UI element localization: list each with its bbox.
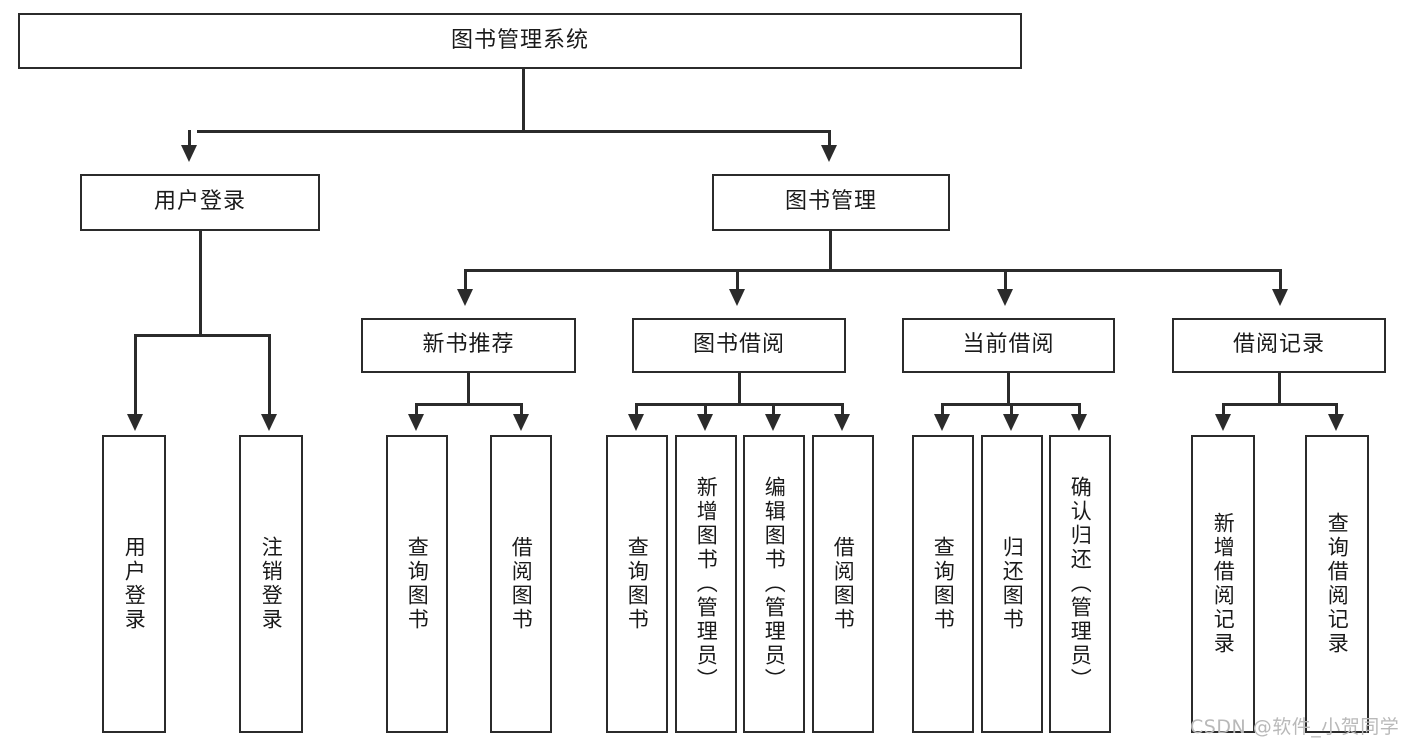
arrow-borrow-record-to-leaf-0 [1215,414,1231,431]
edge-root-bus [197,130,831,133]
node-new-book-recommend-label: 新书推荐 [422,332,515,358]
leaf-borrow-record-query[interactable]: 查询借阅记录 [1305,435,1369,733]
leaf-borrow-record-add[interactable]: 新增借阅记录 [1191,435,1255,733]
edge-current-borrow-to-leaf-1 [1010,403,1013,417]
arrow-new-book-to-leaf-1 [513,414,529,431]
edge-root-to-book-manage [828,130,831,148]
node-book-management-label: 图书管理 [784,189,877,215]
node-user-login-label: 用户登录 [153,189,246,215]
edge-user-login-to-leaf-0 [134,334,137,417]
edge-book-borrow-stem [738,373,741,405]
node-borrow-record[interactable]: 借阅记录 [1172,318,1386,373]
arrow-root-to-user-login [181,145,197,162]
arrow-bm-to-new-book [457,289,473,306]
arrow-bm-to-borrow-record [1272,289,1288,306]
leaf-user-login-signin[interactable]: 用户登录 [102,435,166,733]
edge-borrow-record-to-leaf-0 [1222,403,1225,417]
leaf-label: 用户登录 [122,536,147,632]
csdn-watermark: CSDN @软件_小贺同学 [1190,716,1400,738]
leaf-label: 新增图书（管理员） [694,476,719,692]
edge-current-borrow-to-leaf-0 [941,403,944,417]
edge-user-login-bus [134,334,271,337]
leaf-book-borrow-edit-admin[interactable]: 编辑图书（管理员） [743,435,805,733]
leaf-label: 查询图书 [405,536,430,632]
node-book-management[interactable]: 图书管理 [712,174,950,231]
node-book-borrow[interactable]: 图书借阅 [632,318,846,373]
edge-bm-to-current-borrow [1004,269,1007,291]
edge-book-management-bus [464,269,1282,272]
leaf-label: 注销登录 [259,536,284,632]
leaf-label: 编辑图书（管理员） [762,476,787,692]
edge-book-borrow-to-leaf-1 [704,403,707,417]
arrow-book-borrow-to-leaf-1 [697,414,713,431]
edge-borrow-record-stem [1278,373,1281,405]
node-root-library-system[interactable]: 图书管理系统 [18,13,1022,69]
edge-new-book-bus [415,403,523,406]
leaf-label: 归还图书 [1000,536,1025,632]
arrow-bm-to-book-borrow [729,289,745,306]
arrow-user-login-to-leaf-0 [127,414,143,431]
arrow-current-borrow-to-leaf-0 [934,414,950,431]
leaf-label: 借阅图书 [831,536,856,632]
arrow-borrow-record-to-leaf-1 [1328,414,1344,431]
leaf-new-book-query[interactable]: 查询图书 [386,435,448,733]
arrow-current-borrow-to-leaf-2 [1071,414,1087,431]
leaf-current-borrow-query[interactable]: 查询图书 [912,435,974,733]
leaf-current-borrow-return[interactable]: 归还图书 [981,435,1043,733]
arrow-root-to-book-manage [821,145,837,162]
edge-bm-to-borrow-record [1279,269,1282,291]
leaf-book-borrow-query[interactable]: 查询图书 [606,435,668,733]
node-new-book-recommend[interactable]: 新书推荐 [361,318,576,373]
leaf-label: 确认归还（管理员） [1068,476,1093,692]
arrow-book-borrow-to-leaf-3 [834,414,850,431]
node-root-label: 图书管理系统 [450,27,589,53]
arrow-book-borrow-to-leaf-0 [628,414,644,431]
leaf-label: 查询图书 [931,536,956,632]
arrow-book-borrow-to-leaf-2 [765,414,781,431]
leaf-user-login-signout[interactable]: 注销登录 [239,435,303,733]
edge-new-book-to-leaf-1 [520,403,523,417]
leaf-book-borrow-add-admin[interactable]: 新增图书（管理员） [675,435,737,733]
arrow-current-borrow-to-leaf-1 [1003,414,1019,431]
edge-book-borrow-bus [635,403,844,406]
edge-current-borrow-to-leaf-2 [1078,403,1081,417]
edge-book-management-stem [829,231,832,271]
edge-new-book-stem [467,373,470,405]
node-borrow-record-label: 借阅记录 [1232,332,1325,358]
leaf-book-borrow-borrow[interactable]: 借阅图书 [812,435,874,733]
leaf-label: 借阅图书 [509,536,534,632]
edge-bm-to-book-borrow [736,269,739,291]
leaf-label: 新增借阅记录 [1211,512,1236,656]
edge-new-book-to-leaf-0 [415,403,418,417]
node-current-borrow-label: 当前借阅 [962,332,1055,358]
node-current-borrow[interactable]: 当前借阅 [902,318,1115,373]
arrow-bm-to-current-borrow [997,289,1013,306]
node-user-login[interactable]: 用户登录 [80,174,320,231]
leaf-current-borrow-confirm-admin[interactable]: 确认归还（管理员） [1049,435,1111,733]
arrow-user-login-to-leaf-1 [261,414,277,431]
edge-borrow-record-bus [1222,403,1338,406]
edge-user-login-stem [199,231,202,336]
edge-root-stem [522,69,525,132]
leaf-new-book-borrow[interactable]: 借阅图书 [490,435,552,733]
edge-current-borrow-stem [1007,373,1010,405]
edge-borrow-record-to-leaf-1 [1335,403,1338,417]
leaf-label: 查询图书 [625,536,650,632]
node-book-borrow-label: 图书借阅 [692,332,785,358]
edge-bm-to-new-book [464,269,467,291]
arrow-new-book-to-leaf-0 [408,414,424,431]
edge-book-borrow-to-leaf-3 [841,403,844,417]
leaf-label: 查询借阅记录 [1325,512,1350,656]
edge-root-to-user-login [188,130,191,148]
edge-book-borrow-to-leaf-0 [635,403,638,417]
edge-user-login-to-leaf-1 [268,334,271,417]
edge-book-borrow-to-leaf-2 [772,403,775,417]
